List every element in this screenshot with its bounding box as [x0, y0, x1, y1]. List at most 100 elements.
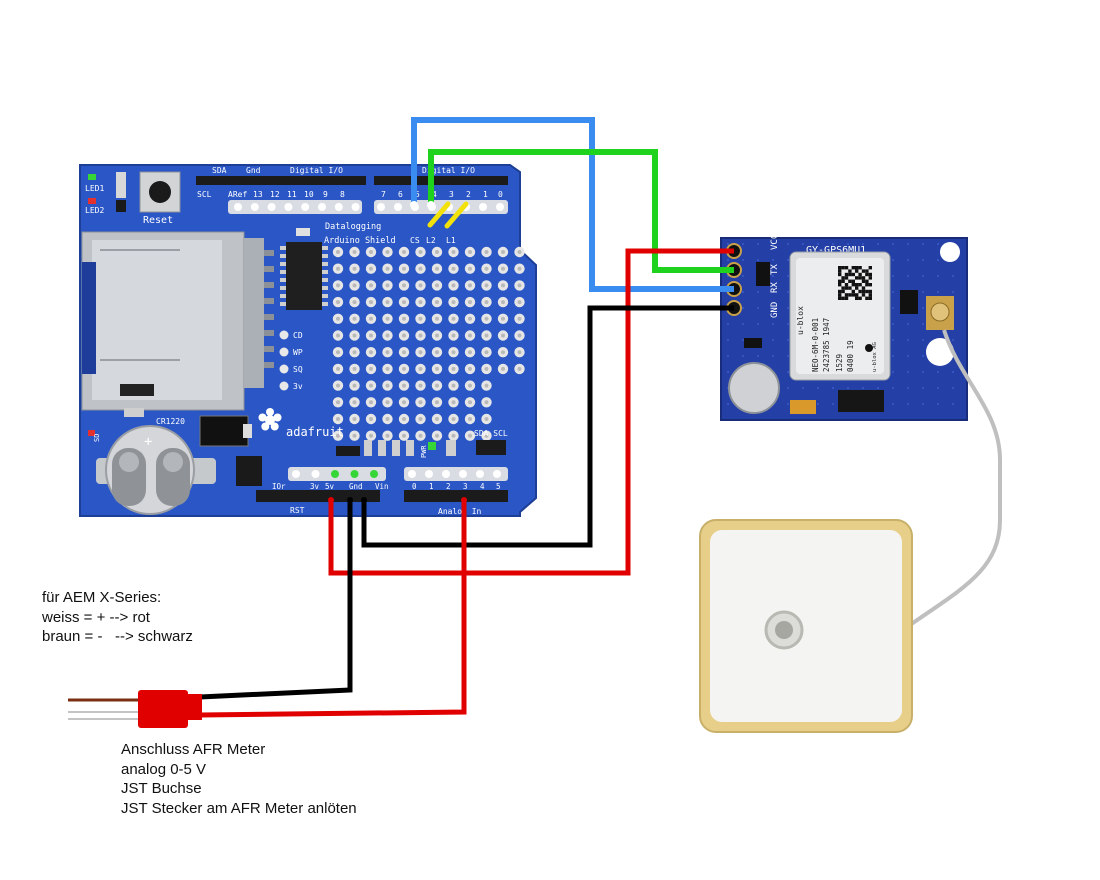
pad — [311, 470, 320, 478]
qr-module — [868, 293, 872, 297]
proto-hole-center — [484, 400, 489, 405]
board-dot — [891, 258, 895, 262]
proto-hole-center — [385, 316, 390, 321]
board-dot — [786, 274, 790, 278]
capacitor-icon — [124, 408, 144, 417]
led1-icon — [88, 174, 96, 180]
afr-note-line4: JST Stecker am AFR Meter anlöten — [121, 799, 357, 817]
board-dot — [936, 402, 940, 406]
pin-label-11: 11 — [287, 190, 297, 199]
qr-module — [865, 296, 869, 300]
board-dot — [726, 370, 730, 374]
board-dot — [921, 274, 925, 278]
board-dot — [771, 306, 775, 310]
sda-scl-label: SDA SCL — [474, 429, 508, 438]
5v-power-label: 5v — [325, 482, 335, 491]
cd-pad — [279, 330, 289, 340]
proto-hole-center — [369, 383, 373, 388]
pad — [301, 203, 310, 211]
proto-hole-center — [352, 366, 357, 371]
board-dot — [906, 370, 910, 374]
proto-hole-center — [369, 316, 373, 321]
qr-module — [865, 279, 869, 283]
pin-label-4: 4 — [432, 190, 437, 199]
battery-plus-icon: + — [144, 434, 152, 450]
aem-note-line3: braun = - --> schwarz — [42, 628, 193, 645]
board-dot — [741, 338, 745, 342]
pad-strip — [374, 200, 508, 214]
proto-hole-center — [501, 366, 505, 371]
proto-hole-center — [385, 300, 390, 305]
gnd-power-label: Gnd — [349, 482, 363, 491]
qr-module — [838, 269, 842, 273]
proto-hole-center — [418, 350, 423, 355]
proto-hole-center — [352, 283, 357, 288]
proto-hole-center — [468, 266, 472, 271]
board-dot — [756, 290, 760, 294]
board-dot — [741, 242, 745, 246]
qr-module — [861, 269, 866, 273]
board-dot — [726, 258, 730, 262]
board-dot — [876, 386, 880, 390]
proto-hole-center — [451, 300, 456, 305]
qr-module — [848, 269, 852, 273]
proto-hole-center — [352, 400, 357, 405]
ic-leg — [322, 278, 328, 282]
led1-label: LED1 — [85, 184, 104, 193]
proto-hole-center — [336, 333, 340, 338]
qr-module — [841, 296, 845, 300]
proto-hole-center — [385, 417, 390, 421]
proto-hole-center — [385, 366, 390, 371]
3v-label: 3v — [293, 382, 303, 391]
board-dot — [906, 242, 910, 246]
proto-hole-center — [418, 400, 423, 405]
proto-hole-center — [369, 300, 373, 305]
proto-hole-center — [484, 333, 489, 338]
board-dot — [771, 338, 775, 342]
arduino-shield-label: Arduino Shield — [324, 236, 396, 246]
qr-module — [855, 296, 859, 300]
proto-hole-center — [385, 266, 390, 271]
proto-hole-center — [369, 433, 373, 438]
proto-hole-center — [468, 250, 472, 254]
proto-hole-center — [501, 250, 505, 254]
board-dot — [846, 386, 850, 390]
board-dot — [756, 306, 760, 310]
gps-pin-tx-label: TX — [770, 264, 780, 275]
pad — [377, 203, 385, 211]
qr-module — [868, 272, 872, 277]
qr-module — [855, 283, 859, 287]
board-dot — [891, 322, 895, 326]
board-dot — [786, 402, 790, 406]
proto-hole-center — [402, 266, 406, 271]
board-dot — [936, 258, 940, 262]
proto-hole-center — [435, 250, 439, 254]
gps-pin-vcc-label: VCC — [770, 234, 780, 250]
top-pad-row-left — [228, 200, 362, 214]
proto-hole-center — [402, 417, 406, 421]
proto-hole-center — [336, 433, 340, 438]
board-dot — [891, 354, 895, 358]
sd-led-icon — [88, 430, 95, 436]
battery-label: CR1220 — [156, 417, 185, 426]
wp-pad — [279, 347, 289, 357]
chip-small-brand: u-blox AG — [872, 342, 878, 372]
afr-notes: Anschluss AFR Meter analog 0-5 V JST Buc… — [121, 740, 357, 818]
board-dot — [846, 242, 850, 246]
board-dot — [771, 258, 775, 262]
chip-line-3: 1529 — [835, 354, 844, 372]
board-dot — [771, 242, 775, 246]
qr-module — [868, 266, 872, 270]
wire-red-vcc — [328, 248, 734, 576]
board-dot — [771, 274, 775, 278]
pin-label-5: 5 — [415, 190, 420, 199]
proto-hole-center — [385, 283, 390, 288]
board-dot — [951, 274, 955, 278]
proto-hole-center — [517, 283, 522, 288]
board-dot — [921, 338, 925, 342]
afr-note-line1: Anschluss AFR Meter — [121, 741, 266, 758]
board-dot — [786, 258, 790, 262]
qr-module — [851, 293, 855, 297]
board-dot — [936, 242, 940, 246]
wires — [199, 117, 734, 718]
